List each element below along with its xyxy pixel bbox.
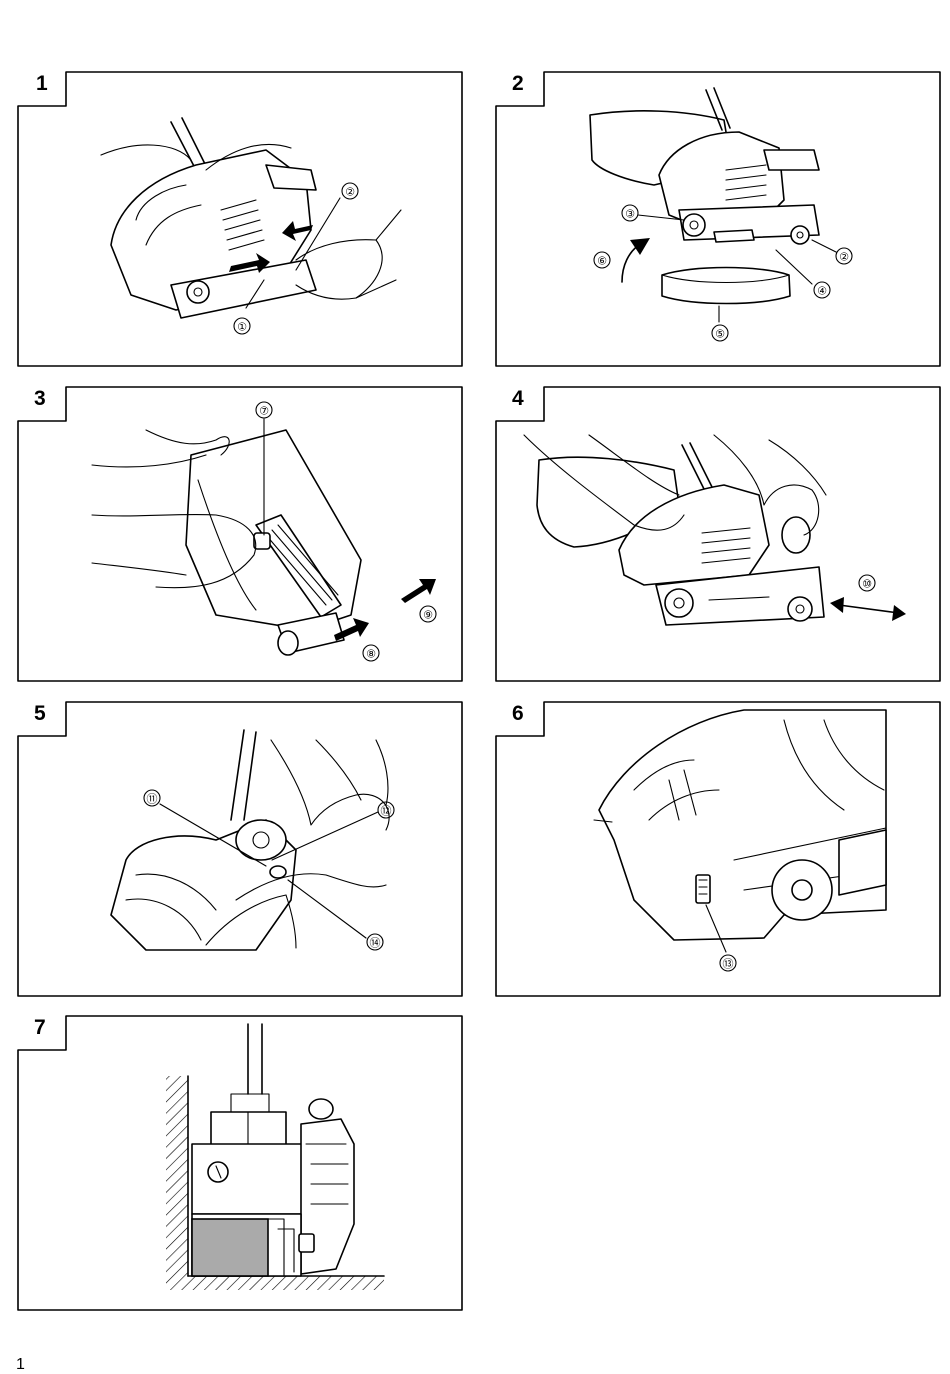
figure-1: 1 ① <box>16 70 466 370</box>
svg-text:⑨: ⑨ <box>423 609 433 622</box>
svg-text:⑫: ⑫ <box>381 805 392 818</box>
callout-13: ⑬ <box>720 955 736 971</box>
svg-text:④: ④ <box>817 285 827 298</box>
belt-sander-illustration <box>594 710 886 952</box>
figure-2: 2 ③ <box>494 70 944 370</box>
svg-text:⑬: ⑬ <box>723 958 734 971</box>
callout-10: ⑩ <box>859 575 875 591</box>
belt-sander-illustration <box>524 435 906 625</box>
belt-sander-illustration <box>166 1024 384 1290</box>
figure-number: 1 <box>36 72 48 95</box>
callout-3: ③ <box>622 205 638 221</box>
callout-11: ⑪ <box>144 790 160 806</box>
callout-12: ⑫ <box>378 802 394 818</box>
belt-sander-illustration <box>92 419 436 655</box>
belt-sander-illustration <box>590 88 836 322</box>
svg-text:⑥: ⑥ <box>597 255 607 268</box>
figure-7: 7 <box>16 1014 466 1314</box>
callout-9: ⑨ <box>420 606 436 622</box>
figure-number: 6 <box>512 702 524 725</box>
belt-sander-illustration <box>101 118 401 318</box>
figure-number: 7 <box>34 1016 46 1039</box>
svg-text:⑭: ⑭ <box>370 937 381 950</box>
svg-text:②: ② <box>345 186 355 199</box>
figure-number: 2 <box>512 72 524 95</box>
svg-text:⑦: ⑦ <box>259 405 269 418</box>
svg-text:③: ③ <box>625 208 635 221</box>
callout-2: ② <box>836 248 852 264</box>
svg-text:②: ② <box>839 251 849 264</box>
belt-sander-illustration <box>111 730 389 950</box>
page-number: 1 <box>16 1356 25 1374</box>
callout-7: ⑦ <box>256 402 272 418</box>
callout-6: ⑥ <box>594 252 610 268</box>
svg-text:⑤: ⑤ <box>715 328 725 341</box>
figure-5: 5 ⑪ ⑫ ⑭ <box>16 700 466 1000</box>
figure-number: 3 <box>34 387 46 410</box>
callout-4: ④ <box>814 282 830 298</box>
callout-8: ⑧ <box>363 645 379 661</box>
figure-6: 6 ⑬ <box>494 700 944 1000</box>
callout-14: ⑭ <box>367 934 383 950</box>
callout-5: ⑤ <box>712 325 728 341</box>
svg-text:①: ① <box>237 321 247 334</box>
svg-text:⑧: ⑧ <box>366 648 376 661</box>
figure-3: 3 ⑦ ⑧ <box>16 385 466 685</box>
figure-number: 4 <box>512 387 524 410</box>
callout-1: ① <box>234 318 250 334</box>
figure-number: 5 <box>34 702 46 725</box>
svg-text:⑩: ⑩ <box>862 578 872 591</box>
svg-text:⑪: ⑪ <box>147 793 158 806</box>
callout-2: ② <box>342 183 358 199</box>
figure-4: 4 ⑩ <box>494 385 944 685</box>
